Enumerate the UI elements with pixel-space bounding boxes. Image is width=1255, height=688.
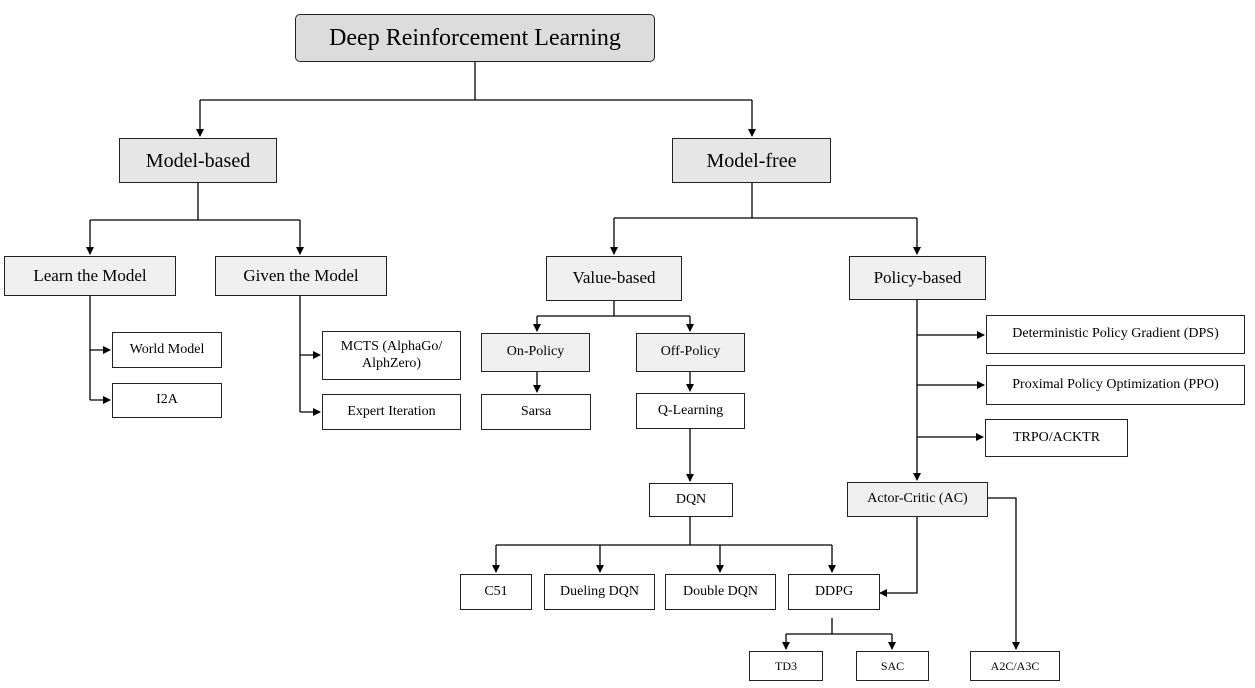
node-label: Off-Policy xyxy=(660,344,721,360)
node-actor-critic: Actor-Critic (AC) xyxy=(847,482,988,517)
node-sac: SAC xyxy=(856,651,929,681)
node-c51: C51 xyxy=(460,574,532,610)
node-label: World Model xyxy=(129,341,205,357)
node-ddpg: DDPG xyxy=(788,574,880,610)
node-learn-the-model: Learn the Model xyxy=(4,256,176,296)
node-label: SAC xyxy=(880,658,905,673)
node-world-model: World Model xyxy=(112,332,222,368)
node-label-line2: AlphZero) xyxy=(361,355,422,371)
node-label: Deep Reinforcement Learning xyxy=(329,24,621,51)
node-proximal-policy-optimization: Proximal Policy Optimization (PPO) xyxy=(986,365,1245,405)
node-label: DQN xyxy=(675,491,707,507)
node-label: Learn the Model xyxy=(33,265,147,285)
node-dqn: DQN xyxy=(649,483,733,517)
node-trpo-acktr: TRPO/ACKTR xyxy=(985,419,1128,457)
node-label: I2A xyxy=(156,392,178,408)
node-label: Double DQN xyxy=(682,583,759,599)
node-policy-based: Policy-based xyxy=(849,256,986,300)
node-label: TD3 xyxy=(775,658,797,673)
node-label: Actor-Critic (AC) xyxy=(867,491,968,507)
node-label: Expert Iteration xyxy=(347,403,436,419)
node-label: Model-based xyxy=(145,149,251,172)
node-label: A2C/A3C xyxy=(990,658,1040,673)
node-td3: TD3 xyxy=(749,651,823,681)
node-model-free: Model-free xyxy=(672,138,831,183)
node-label: Dueling DQN xyxy=(560,583,639,599)
node-deterministic-policy-gradient: Deterministic Policy Gradient (DPS) xyxy=(986,315,1245,354)
node-label: C51 xyxy=(484,583,508,599)
node-sarsa: Sarsa xyxy=(481,394,591,430)
node-label-line1: MCTS (AlphaGo/ xyxy=(340,338,443,354)
node-label: Q-Learning xyxy=(657,402,724,418)
node-value-based: Value-based xyxy=(546,256,682,301)
node-i2a: I2A xyxy=(112,383,222,418)
node-label: TRPO/ACKTR xyxy=(1012,429,1101,445)
node-off-policy: Off-Policy xyxy=(636,333,745,372)
node-double-dqn: Double DQN xyxy=(665,574,776,610)
node-a2c-a3c: A2C/A3C xyxy=(970,651,1060,681)
node-label: Model-free xyxy=(706,149,797,172)
node-label: Value-based xyxy=(572,268,656,288)
node-dueling-dqn: Dueling DQN xyxy=(544,574,655,610)
node-label: Deterministic Policy Gradient (DPS) xyxy=(1012,326,1219,342)
node-on-policy: On-Policy xyxy=(481,333,590,372)
node-q-learning: Q-Learning xyxy=(636,393,745,429)
node-label: Policy-based xyxy=(873,267,962,287)
node-deep-reinforcement-learning: Deep Reinforcement Learning xyxy=(295,14,655,62)
node-label: Sarsa xyxy=(520,403,552,419)
node-label: On-Policy xyxy=(506,344,565,360)
node-label: DDPG xyxy=(814,583,854,599)
node-label: Given the Model xyxy=(243,265,359,285)
node-given-the-model: Given the Model xyxy=(215,256,387,296)
node-mcts: MCTS (AlphaGo/ AlphZero) xyxy=(322,331,461,380)
node-model-based: Model-based xyxy=(119,138,277,183)
node-expert-iteration: Expert Iteration xyxy=(322,394,461,430)
node-label: Proximal Policy Optimization (PPO) xyxy=(1012,376,1219,392)
